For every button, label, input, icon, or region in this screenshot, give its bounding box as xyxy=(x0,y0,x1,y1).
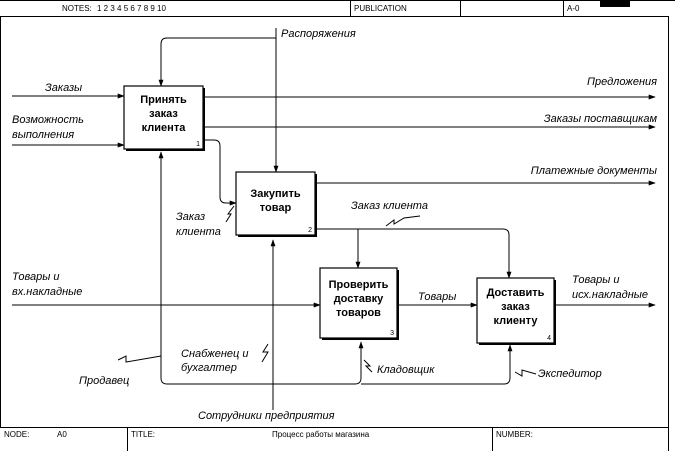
title-label: TITLE: xyxy=(131,430,155,439)
squiggle-client-order-left xyxy=(225,205,235,223)
label-directives: Распоряжения xyxy=(281,28,356,40)
box-1-line-1: Принять xyxy=(140,94,187,106)
label-capability-2: выполнения xyxy=(12,129,74,141)
label-proposals: Предложения xyxy=(587,76,657,88)
label-goods-mid: Товары xyxy=(418,291,456,303)
label-storekeeper: Кладовщик xyxy=(377,364,435,376)
box-4-line-3: клиенту xyxy=(494,315,539,327)
squiggle-forwarder xyxy=(514,369,537,377)
activity-box-3[interactable]: Проверить доставку товаров 3 xyxy=(319,267,399,340)
arrow-seller xyxy=(158,151,168,385)
box-4-line-2: заказ xyxy=(501,301,530,313)
label-seller: Продавец xyxy=(79,375,129,387)
squiggle-seller xyxy=(117,355,162,363)
activity-box-1[interactable]: Принять заказ клиента 1 xyxy=(123,85,205,151)
box-2-line-1: Закупить xyxy=(250,188,300,200)
node-label: NODE: xyxy=(4,430,29,439)
label-orders: Заказы xyxy=(45,82,82,94)
box-1-number: 1 xyxy=(196,141,200,148)
header-black-block xyxy=(600,0,630,7)
label-supplier-accountant-1: Снабженец и xyxy=(181,348,249,360)
arrows xyxy=(12,28,656,410)
arrow-storekeeper xyxy=(167,341,364,385)
box-4-number: 4 xyxy=(547,335,551,342)
label-client-order-left-2: клиента xyxy=(176,226,221,238)
box-2-line-2: товар xyxy=(260,202,292,214)
arrow-labels: Заказы Возможность выполнения Распоряжен… xyxy=(12,28,657,422)
label-supplier-accountant-2: бухгалтер xyxy=(181,362,237,374)
label-goods-in-1: Товары и xyxy=(12,271,59,283)
arrow-client-order-box3 xyxy=(316,228,361,269)
box-3-line-1: Проверить xyxy=(329,279,389,291)
notes-label: NOTES: xyxy=(62,4,92,13)
box-3-number: 3 xyxy=(390,330,394,337)
box-1-line-2: заказ xyxy=(149,108,178,120)
activity-box-4[interactable]: Доставить заказ клиенту 4 xyxy=(476,277,556,345)
box-4-line-1: Доставить xyxy=(487,287,545,299)
label-goods-in-2: вх.накладные xyxy=(12,286,82,298)
box-2-number: 2 xyxy=(308,227,312,234)
squiggle-storekeeper xyxy=(363,359,373,373)
arrow-forwarder xyxy=(361,344,513,385)
squiggle-supplier-accountant xyxy=(261,343,269,363)
label-client-order-right: Заказ клиента xyxy=(351,200,428,212)
label-employees: Сотрудники предприятия xyxy=(198,410,335,422)
diagram-header: NOTES: 1 2 3 4 5 6 7 8 9 10 PUBLICATION … xyxy=(0,0,675,17)
arrow-client-order-box4 xyxy=(358,228,512,279)
label-goods-out-2: исх.накладные xyxy=(572,289,648,301)
activity-box-2[interactable]: Закупить товар 2 xyxy=(235,171,317,237)
publication-label: PUBLICATION xyxy=(354,4,407,13)
notes-numbers: 1 2 3 4 5 6 7 8 9 10 xyxy=(97,4,166,13)
diagram-footer: NODE: A0 TITLE: Процесс работы магазина … xyxy=(0,427,668,451)
number-label: NUMBER: xyxy=(496,430,533,439)
page-code: A-0 xyxy=(567,4,580,13)
node-value: A0 xyxy=(57,430,67,439)
box-3-line-3: товаров xyxy=(336,307,381,319)
squiggle-client-order-right xyxy=(385,215,421,227)
title-value: Процесс работы магазина xyxy=(272,430,370,439)
arrow-directives-box1 xyxy=(158,32,277,87)
label-capability-1: Возможность xyxy=(12,114,84,126)
label-forwarder: Экспедитор xyxy=(538,368,602,380)
box-1-line-3: клиента xyxy=(142,122,187,134)
label-supplier-orders: Заказы поставщикам xyxy=(544,113,658,125)
label-client-order-left-1: Заказ xyxy=(176,211,205,223)
arrow-client-order-box2 xyxy=(203,139,237,206)
label-goods-out-1: Товары и xyxy=(572,274,619,286)
label-payment-docs: Платежные документы xyxy=(531,165,657,177)
box-3-line-2: доставку xyxy=(334,293,384,305)
